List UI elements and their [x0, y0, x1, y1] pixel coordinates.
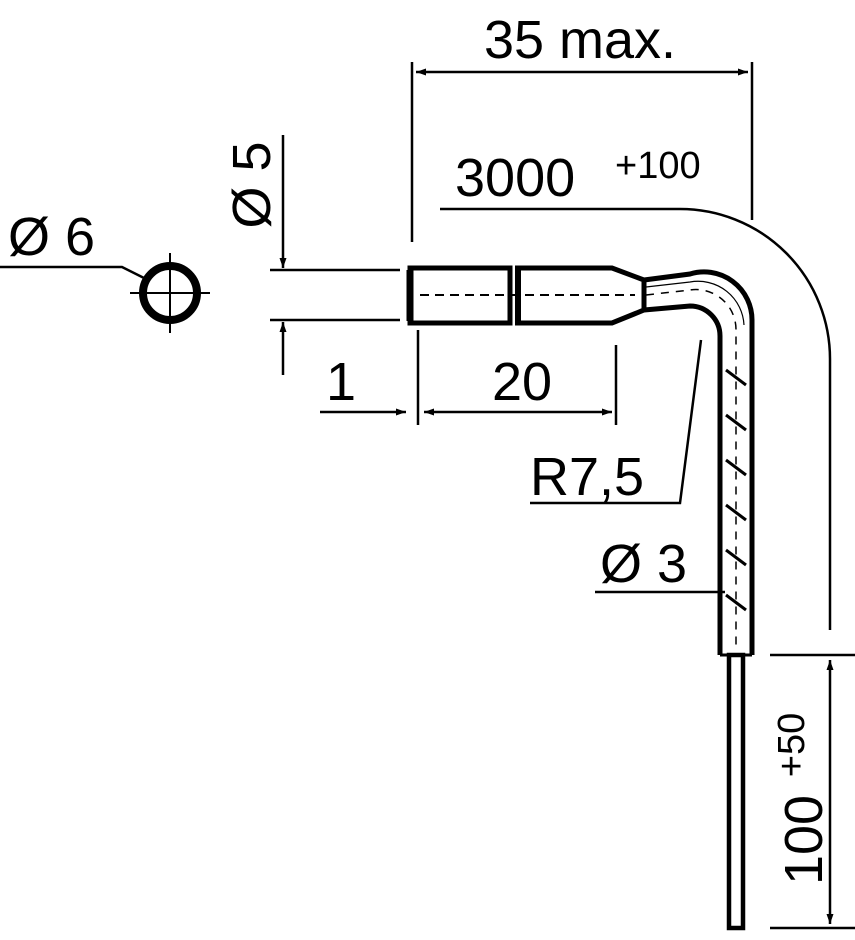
- free-end-label: 100: [774, 795, 834, 885]
- offset-label: 1: [326, 352, 356, 412]
- free-end-tolerance: +50: [771, 713, 813, 777]
- width-max-label: 35 max.: [484, 10, 676, 70]
- fiber-cable: [643, 269, 755, 931]
- sensor-body: [406, 265, 647, 326]
- cable-length-leader: [440, 207, 832, 630]
- cable-diameter-label: Ø 3: [600, 534, 687, 594]
- tip-diameter-dimension: [270, 135, 400, 375]
- head-diameter-label: Ø 6: [8, 207, 95, 267]
- end-view: [0, 253, 210, 333]
- width-dimension: [410, 62, 754, 242]
- cable-length-label: 3000: [455, 148, 575, 208]
- free-end-dimension: [770, 653, 855, 930]
- bend-radius-leader: [530, 339, 703, 505]
- cable-length-tolerance: +100: [615, 145, 701, 187]
- bend-radius-label: R7,5: [530, 447, 644, 507]
- length-dimensions: [320, 330, 618, 425]
- sleeve-length-label: 20: [492, 352, 552, 412]
- tip-diameter-label: Ø 5: [222, 141, 282, 228]
